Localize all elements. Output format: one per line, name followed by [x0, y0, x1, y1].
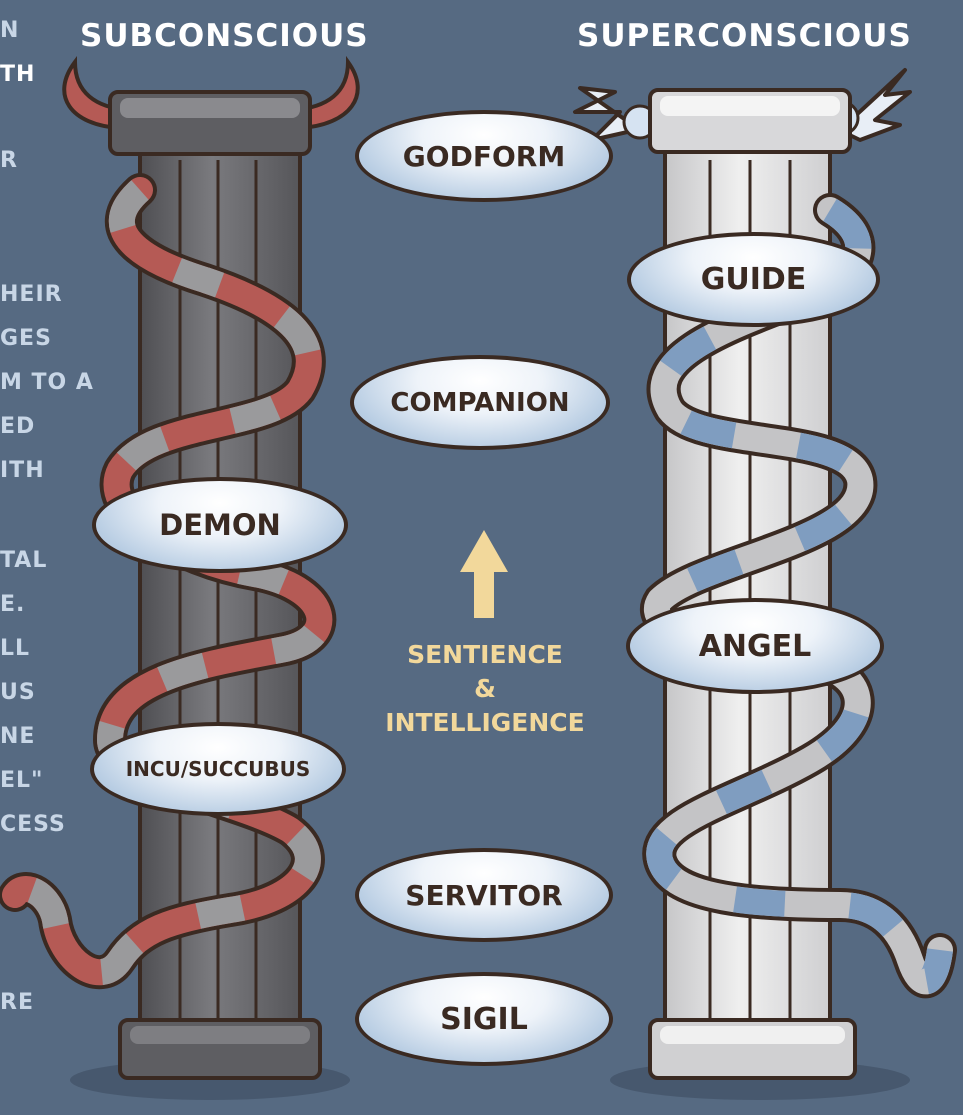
- edge-fragment: US: [0, 680, 36, 705]
- edge-fragment: LL: [0, 636, 31, 661]
- label-sigil: SIGIL: [355, 972, 613, 1066]
- label-companion: COMPANION: [350, 355, 610, 450]
- label-servitor: SERVITOR: [355, 848, 613, 942]
- label-guide-text: GUIDE: [700, 262, 807, 297]
- label-incubus-text: INCU/SUCCUBUS: [125, 757, 311, 781]
- axis-label: SENTIENCE & INTELLIGENCE: [370, 638, 600, 740]
- heading-subconscious: SUBCONSCIOUS: [80, 18, 369, 54]
- label-godform: GODFORM: [355, 110, 613, 202]
- edge-fragment: TAL: [0, 548, 48, 573]
- edge-fragment: ED: [0, 414, 36, 439]
- edge-fragment: HEIR: [0, 282, 63, 307]
- edge-fragment: GES: [0, 326, 52, 351]
- edge-fragment: R: [0, 148, 18, 173]
- edge-fragment: RE: [0, 990, 34, 1015]
- label-incubus: INCU/SUCCUBUS: [90, 722, 346, 816]
- label-companion-text: COMPANION: [390, 387, 570, 418]
- subconscious-pillar: [0, 55, 360, 1100]
- label-demon-text: DEMON: [159, 508, 281, 542]
- edge-fragment: N: [0, 18, 20, 43]
- label-servitor-text: SERVITOR: [405, 878, 563, 912]
- label-guide: GUIDE: [627, 232, 880, 327]
- heading-superconscious: SUPERCONSCIOUS: [577, 18, 912, 54]
- axis-label-line3: INTELLIGENCE: [385, 708, 585, 737]
- label-sigil-text: SIGIL: [440, 1001, 528, 1037]
- label-godform-text: GODFORM: [402, 139, 566, 173]
- axis-label-line1: SENTIENCE: [407, 640, 563, 669]
- edge-fragment: CESS: [0, 812, 66, 837]
- edge-fragment: M TO A: [0, 370, 94, 395]
- superconscious-pillar: [573, 68, 957, 1100]
- edge-fragment: TH: [0, 62, 36, 87]
- axis-label-line2: &: [474, 674, 496, 703]
- edge-fragment: EL": [0, 768, 44, 793]
- label-demon: DEMON: [92, 477, 348, 573]
- label-angel: ANGEL: [626, 598, 884, 694]
- edge-fragment: ITH: [0, 458, 45, 483]
- up-arrow-icon: [460, 530, 508, 618]
- label-angel-text: ANGEL: [698, 628, 812, 664]
- edge-fragment: NE: [0, 724, 36, 749]
- edge-fragment: E.: [0, 592, 26, 617]
